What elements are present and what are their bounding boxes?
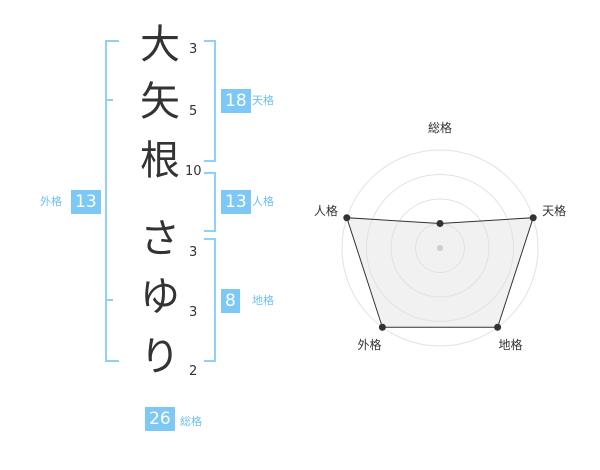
stroke-count-5: 3 — [189, 305, 198, 320]
gaikaku-label: 外格 — [40, 195, 62, 208]
chikaku-bracket — [204, 238, 216, 362]
radar-point — [436, 220, 444, 227]
radar-rings — [341, 149, 539, 347]
tenkaku-bracket — [204, 40, 216, 162]
name-char-2: 矢 — [140, 79, 180, 125]
radar-center-dot — [437, 245, 443, 251]
radar-point — [529, 214, 537, 222]
jinkaku-bracket — [204, 172, 216, 232]
radar-ring — [366, 174, 514, 322]
stroke-count-1: 3 — [189, 42, 198, 57]
radar-ring — [390, 198, 490, 298]
radar-axis-label: 地格 — [499, 337, 523, 352]
radar-point — [494, 323, 502, 331]
radar-axis-label: 人格 — [314, 203, 338, 218]
radar-ring — [341, 149, 539, 347]
radar-axis-label: 総格 — [428, 120, 452, 135]
stroke-count-6: 2 — [189, 364, 198, 379]
gaikaku-bracket-tick-bottom — [105, 299, 113, 301]
jinkaku-label: 人格 — [252, 195, 274, 208]
name-char-1: 大 — [140, 22, 180, 68]
radar-axis-label: 外格 — [357, 337, 381, 352]
name-char-3: 根 — [140, 138, 180, 184]
soukaku-badge: 26 — [145, 407, 175, 431]
radar-area — [346, 217, 534, 328]
chikaku-badge: 8 — [221, 289, 240, 313]
name-char-5: ゆ — [140, 274, 180, 320]
radar-point — [378, 323, 386, 331]
name-char-4: さ — [140, 216, 180, 262]
jinkaku-badge: 13 — [221, 190, 251, 214]
tenkaku-label: 天格 — [252, 94, 274, 107]
soukaku-label: 総格 — [180, 415, 202, 428]
gaikaku-badge: 13 — [71, 190, 101, 214]
tenkaku-badge: 18 — [221, 89, 251, 113]
radar-point — [343, 214, 351, 222]
radar-axis-label: 天格 — [542, 203, 566, 218]
radar-points — [343, 214, 537, 331]
stroke-count-3: 10 — [185, 164, 202, 179]
name-char-6: り — [140, 334, 180, 380]
gaikaku-bracket-tick-top — [105, 99, 113, 101]
stroke-count-4: 3 — [189, 245, 198, 260]
gaikaku-bracket — [105, 40, 119, 362]
stroke-count-2: 5 — [189, 104, 198, 119]
chikaku-label: 地格 — [252, 294, 274, 307]
